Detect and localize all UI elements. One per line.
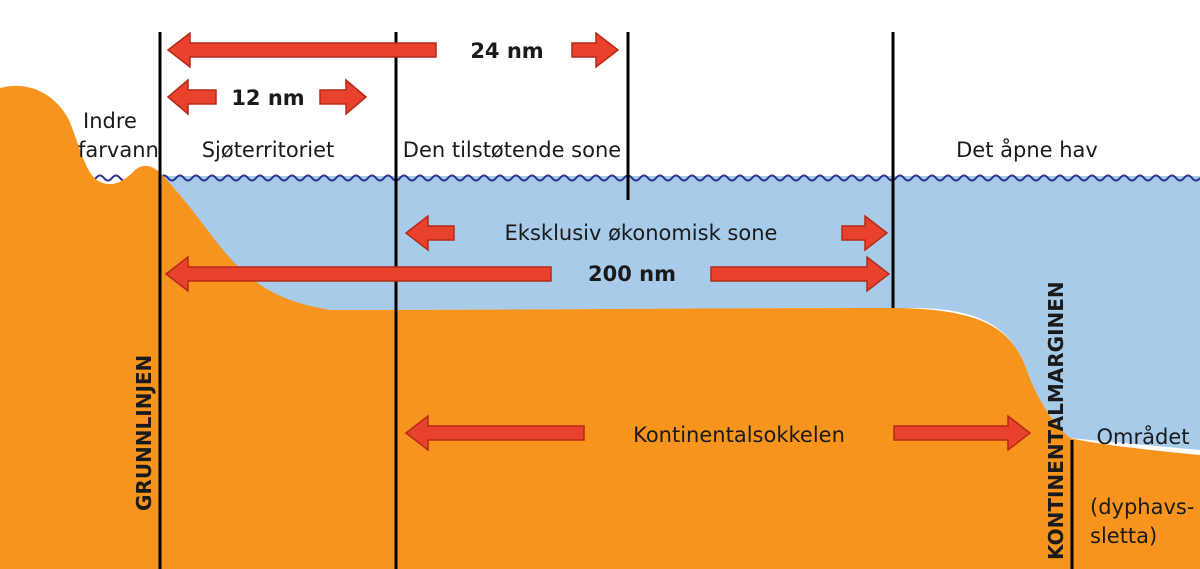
continental-shelf-label: Kontinentalsokkelen — [633, 423, 845, 447]
sea-water — [150, 176, 1200, 450]
distance-12nm-label: 12 nm — [231, 86, 304, 110]
arrow-24nm-right — [571, 31, 620, 69]
area-label-line1: Området — [1097, 424, 1190, 449]
arrow-24nm-left — [166, 31, 437, 69]
high-seas-label: Det åpne hav — [956, 137, 1098, 162]
eez-label: Eksklusiv økonomisk sone — [505, 221, 778, 245]
contiguous-zone-label: Den tilstøtende sone — [403, 138, 621, 162]
arrow-200nm-right — [710, 255, 891, 293]
inner-waters-label-line2: farvann — [78, 138, 159, 162]
arrow-eez-right — [841, 214, 889, 252]
land-and-seabed — [0, 85, 1200, 569]
arrow-eez-left — [404, 214, 455, 252]
arrow-12nm-left — [166, 78, 217, 116]
inner-waters-label-line1: Indre — [83, 109, 137, 133]
sea-surface-wave — [79, 174, 1200, 182]
distance-200nm-label: 200 nm — [588, 262, 676, 286]
area-label-line3: sletta) — [1090, 524, 1157, 548]
arrow-12nm-right — [319, 78, 368, 116]
arrow-200nm-left — [164, 255, 552, 293]
area-label-line2: (dyphavs- — [1090, 495, 1194, 519]
distance-24nm-label: 24 nm — [470, 39, 543, 63]
arrow-shelf-left — [404, 414, 585, 452]
baseline-vertical-label: GRUNNLINJEN — [132, 355, 156, 511]
territorial-sea-label: Sjøterritoriet — [202, 138, 335, 162]
arrow-shelf-right — [893, 414, 1032, 452]
continental-margin-vertical-label: KONTINENTALMARGINEN — [1044, 281, 1068, 560]
